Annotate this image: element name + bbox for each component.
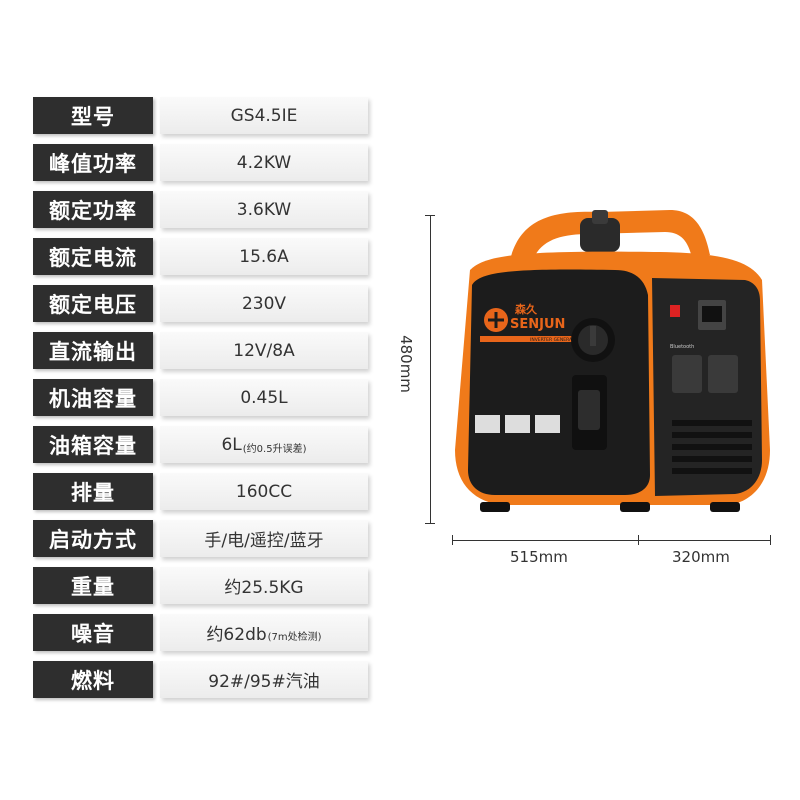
- fuel-cap: [580, 218, 620, 252]
- spec-value-text: 230V: [241, 293, 287, 314]
- spec-row-rated-power: 额定功率 3.6KW: [33, 191, 368, 228]
- spec-row-rated-current: 额定电流 15.6A: [33, 238, 368, 275]
- spec-value-text: 0.45L: [240, 387, 288, 408]
- spec-row-noise: 噪音 约62db(7m处检测): [33, 614, 368, 651]
- handle: [510, 210, 710, 262]
- spec-label: 机油容量: [33, 379, 153, 416]
- outlet: [672, 355, 702, 393]
- subtitle: INVERTER GENERATOR: [530, 337, 581, 343]
- height-dimension-tick-bottom: [425, 523, 435, 524]
- spec-label: 噪音: [33, 614, 153, 651]
- spec-value: 约25.5KG: [160, 567, 368, 604]
- spec-note: (约0.5升误差): [242, 443, 307, 455]
- spec-row-model: 型号 GS4.5IE: [33, 97, 368, 134]
- spec-row-oil-capacity: 机油容量 0.45L: [33, 379, 368, 416]
- spec-note: (7m处检测): [267, 631, 322, 643]
- generator-image: 森久 SENJUN INVERTER GENERATOR Bluetooth: [455, 210, 770, 512]
- foot: [480, 502, 510, 512]
- spec-label: 额定功率: [33, 191, 153, 228]
- spec-value: 6L(约0.5升误差): [160, 426, 368, 463]
- spec-value: 3.6KW: [160, 191, 368, 228]
- spec-label: 额定电压: [33, 285, 153, 322]
- spec-label: 排量: [33, 473, 153, 510]
- spec-row-tank-capacity: 油箱容量 6L(约0.5升误差): [33, 426, 368, 463]
- width-dimension-label: 320mm: [672, 548, 730, 566]
- vent-grille: [672, 420, 752, 474]
- panel-label: Bluetooth: [670, 344, 694, 350]
- spec-value: GS4.5IE: [160, 97, 368, 134]
- spec-row-peak-power: 峰值功率 4.2KW: [33, 144, 368, 181]
- spec-row-rated-voltage: 额定电压 230V: [33, 285, 368, 322]
- front-body: [468, 269, 650, 495]
- spec-row-weight: 重量 约25.5KG: [33, 567, 368, 604]
- spec-value-text: 手/电/遥控/蓝牙: [204, 531, 324, 551]
- red-switch: [670, 305, 680, 317]
- width-dimension-line: [638, 540, 770, 541]
- spec-label: 直流输出: [33, 332, 153, 369]
- spec-value-text: GS4.5IE: [230, 105, 298, 126]
- height-dimension-line: [430, 215, 431, 523]
- spec-value: 15.6A: [160, 238, 368, 275]
- length-dimension-tick-left: [452, 535, 453, 545]
- spec-label: 峰值功率: [33, 144, 153, 181]
- spec-value: 230V: [160, 285, 368, 322]
- brand-en: SENJUN: [510, 317, 565, 332]
- spec-value-text: 15.6A: [239, 246, 289, 267]
- height-dimension-label: 480mm: [397, 335, 415, 393]
- length-dimension-line: [452, 540, 638, 541]
- spec-value-text: 160CC: [235, 481, 293, 502]
- spec-label: 油箱容量: [33, 426, 153, 463]
- spec-row-start-method: 启动方式 手/电/遥控/蓝牙: [33, 520, 368, 557]
- spec-value-text: 3.6KW: [236, 199, 292, 220]
- spec-value: 0.45L: [160, 379, 368, 416]
- subtitle-stripe: [480, 336, 580, 342]
- height-dimension-tick-top: [425, 215, 435, 216]
- warning-label: [475, 415, 500, 433]
- spec-value-text: 6L: [221, 434, 242, 455]
- width-dimension-tick-right: [770, 535, 771, 545]
- spec-row-dc-output: 直流输出 12V/8A: [33, 332, 368, 369]
- side-panel: [652, 278, 762, 496]
- spec-value: 手/电/遥控/蓝牙: [160, 520, 368, 557]
- spec-value: 92#/95#汽油: [160, 661, 368, 698]
- spec-value-text: 约62db: [206, 625, 267, 645]
- spec-label: 型号: [33, 97, 153, 134]
- spec-value-text: 12V/8A: [233, 340, 295, 361]
- spec-value-text: 4.2KW: [236, 152, 292, 173]
- spec-label: 重量: [33, 567, 153, 604]
- spec-value: 160CC: [160, 473, 368, 510]
- spec-value-text: 92#/95#汽油: [208, 672, 320, 692]
- spec-value: 4.2KW: [160, 144, 368, 181]
- spec-value: 约62db(7m处检测): [160, 614, 368, 651]
- spec-label: 燃料: [33, 661, 153, 698]
- brand-cn: 森久: [515, 302, 538, 316]
- spec-table: 型号 GS4.5IE 峰值功率 4.2KW 额定功率 3.6KW 额定电流 15…: [33, 97, 368, 708]
- spec-row-displacement: 排量 160CC: [33, 473, 368, 510]
- spec-label: 额定电流: [33, 238, 153, 275]
- spec-value: 12V/8A: [160, 332, 368, 369]
- spec-value-text: 约25.5KG: [224, 578, 304, 598]
- spec-label: 启动方式: [33, 520, 153, 557]
- spec-row-fuel: 燃料 92#/95#汽油: [33, 661, 368, 698]
- length-dimension-label: 515mm: [510, 548, 568, 566]
